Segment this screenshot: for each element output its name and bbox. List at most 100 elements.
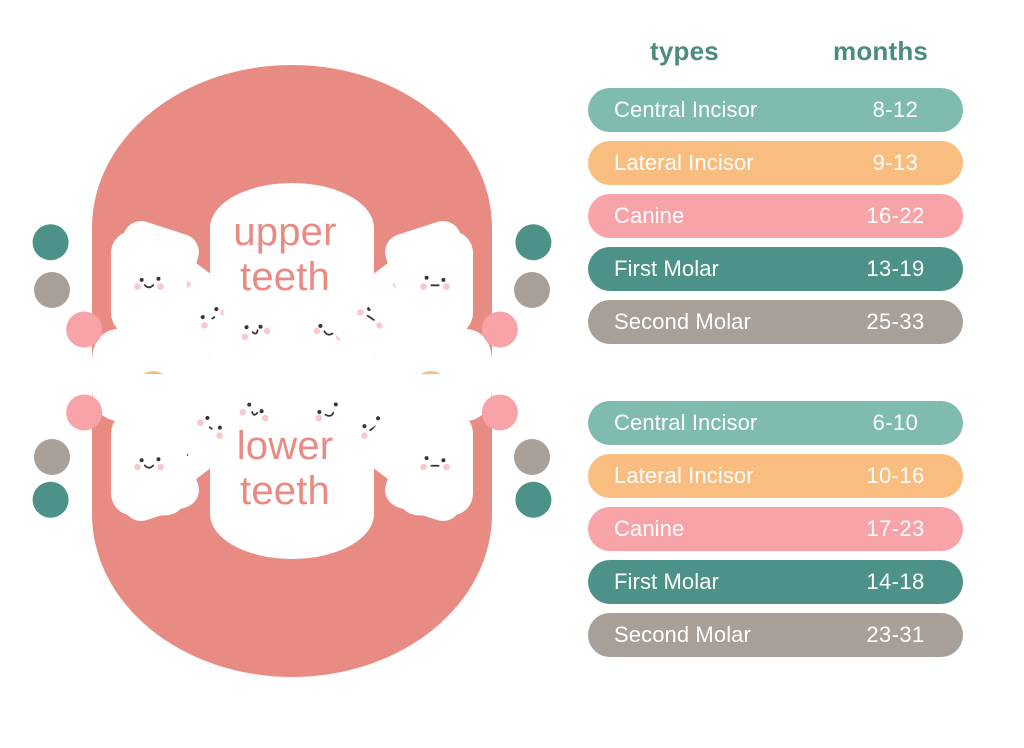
lower-teeth-diagram: lower teeth — [0, 374, 560, 748]
legend-row-months: 25-33 — [866, 309, 925, 334]
tooth-blush-right — [263, 327, 271, 335]
tooth-blush-left — [239, 408, 247, 416]
dot-pink-left-icon — [66, 311, 103, 348]
legend-row[interactable]: First Molar 13-19 — [588, 247, 963, 291]
tooth-blush-left — [201, 322, 208, 329]
teeth-group — [111, 374, 473, 521]
tooth-mouth — [208, 426, 213, 430]
legend-row[interactable]: Lateral Incisor 9-13 — [588, 141, 963, 185]
legend-row-type: First Molar — [614, 256, 719, 281]
legend-row-type: Canine — [614, 516, 685, 541]
legend-row-months: 17-23 — [866, 516, 925, 541]
dot-gray-left-icon — [34, 438, 70, 475]
tooth-face — [134, 276, 164, 290]
tooth-face — [197, 415, 223, 439]
tooth-blush-right — [443, 283, 450, 290]
tooth-mouth — [251, 329, 259, 335]
tooth-blush-left — [315, 414, 323, 422]
dot-darkteal-right-icon — [515, 481, 552, 518]
tooth-face — [241, 324, 271, 341]
legend-row[interactable]: Second Molar 23-31 — [588, 613, 963, 657]
upper-teeth-diagram: upper teeth — [0, 0, 560, 374]
tooth-blush-left — [420, 463, 427, 471]
legend-row-months: 13-19 — [866, 256, 925, 281]
tooth-blush-left — [197, 419, 204, 426]
tooth-mouth — [211, 316, 216, 320]
legend-row-type: Second Molar — [614, 309, 751, 334]
legend-row[interactable]: Canine 17-23 — [588, 507, 963, 551]
tooth-eye — [362, 424, 367, 429]
tooth — [223, 374, 287, 452]
tooth-eye — [441, 458, 446, 463]
dot-gray-right-icon — [514, 438, 550, 475]
tooth-blush-right — [261, 414, 269, 422]
tooth-eye — [376, 416, 381, 421]
tooth-blush-right — [157, 463, 164, 471]
legend-row-months: 8-12 — [872, 97, 919, 122]
legend-row-type: Lateral Incisor — [614, 463, 754, 488]
lower-arch-graphic — [32, 374, 552, 677]
tooth-blush-left — [134, 283, 141, 290]
tooth-blush-left — [420, 283, 427, 290]
tooth-body — [111, 411, 187, 516]
tooth-body — [397, 231, 473, 335]
decorative-dots-group — [32, 394, 552, 518]
legend-row-type: First Molar — [614, 569, 719, 594]
dot-darkteal-right-icon — [515, 224, 552, 261]
tooth-body — [223, 290, 287, 371]
tooth — [397, 411, 473, 516]
tooth-eye — [317, 410, 322, 415]
upper-arch-graphic — [32, 65, 552, 374]
legend-row[interactable]: First Molar 14-18 — [588, 560, 963, 604]
dot-pink-right-icon — [481, 394, 518, 431]
tooth-mouth — [366, 314, 375, 321]
tooth — [223, 290, 287, 371]
tooth-face — [420, 456, 450, 471]
legend-row-months: 14-18 — [866, 569, 925, 594]
legend-row-type: Lateral Incisor — [614, 150, 754, 175]
tooth-face — [239, 402, 269, 422]
tooth-eye — [424, 275, 429, 280]
legend-row[interactable]: Second Molar 25-33 — [588, 300, 963, 344]
dot-darkteal-left-icon — [32, 224, 69, 261]
tooth-mouth — [143, 464, 155, 469]
dot-darkteal-left-icon — [32, 481, 69, 518]
dot-orange-right-icon — [420, 370, 441, 374]
tooth-blush-left — [313, 327, 321, 335]
tooth-body — [111, 231, 187, 335]
tooth-eye — [244, 325, 249, 330]
tooth-mouth — [324, 411, 335, 417]
column-header-months: months — [833, 36, 929, 66]
tooth-eye — [139, 458, 144, 463]
legend-row-type: Second Molar — [614, 622, 751, 647]
tooth — [111, 411, 187, 516]
tooth-eye — [318, 323, 323, 328]
tooth-blush-left — [361, 432, 368, 439]
tooth-eye — [200, 315, 205, 320]
tooth-blush-right — [376, 322, 383, 329]
legend-row-type: Canine — [614, 203, 685, 228]
dot-pink-left-icon — [66, 394, 103, 431]
legend-row-months: 23-31 — [866, 622, 925, 647]
tooth-eye — [156, 276, 161, 281]
tooth-blush-left — [241, 333, 249, 341]
teeth-group — [111, 221, 473, 371]
tooth-eye — [424, 456, 429, 461]
tooth-face — [420, 275, 450, 290]
legend-row-months: 9-13 — [872, 150, 919, 175]
tooth-eye — [247, 402, 252, 407]
tooth-eye — [156, 457, 161, 462]
dot-pink-right-icon — [481, 311, 518, 348]
tooth-blush-left — [357, 309, 364, 316]
tooth-eye — [217, 425, 222, 430]
tooth-eye — [214, 307, 219, 312]
tooth-blush-right — [157, 283, 164, 290]
